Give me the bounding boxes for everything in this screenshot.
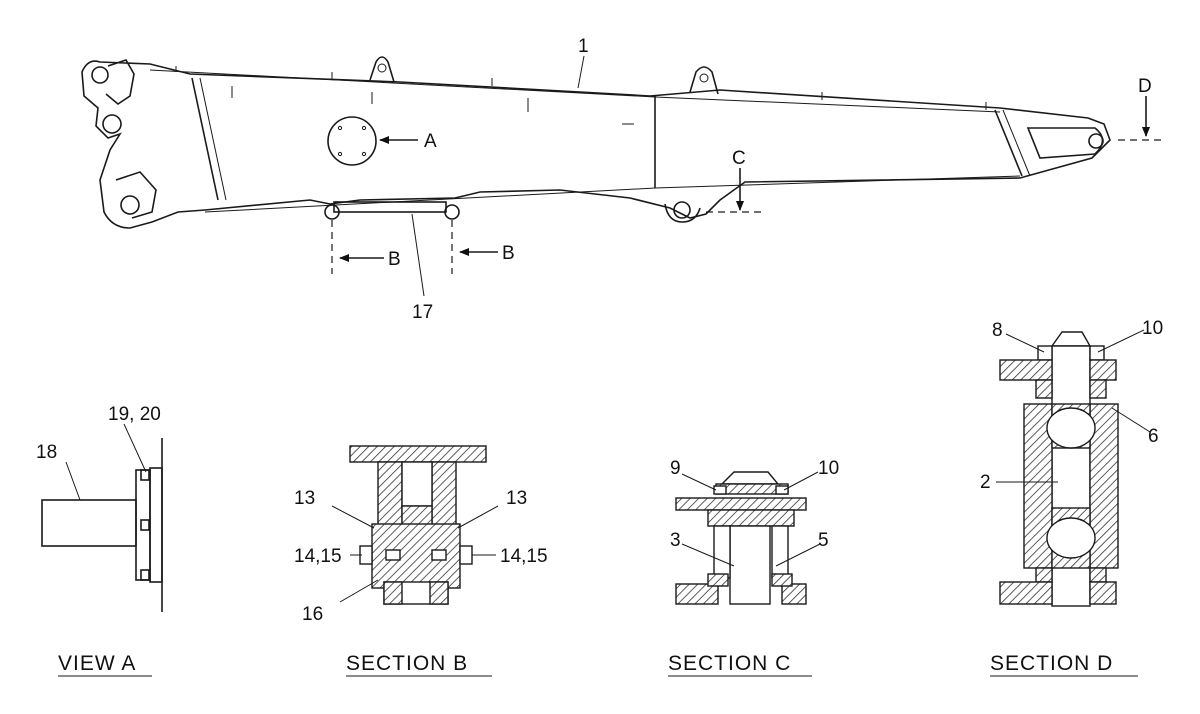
callout-part-1: 1 xyxy=(578,36,589,57)
callout-section-b-right: B xyxy=(502,243,515,264)
caption-section-d: SECTION D xyxy=(990,652,1113,675)
callout-section-b-left: B xyxy=(388,249,401,270)
section-c-detail xyxy=(675,471,821,605)
section-d-detail xyxy=(996,329,1151,607)
caption-section-c: SECTION C xyxy=(668,652,791,675)
callout-part-3: 3 xyxy=(670,530,681,551)
callout-part-13-left: 13 xyxy=(294,488,315,509)
callout-part-17: 17 xyxy=(412,302,433,323)
callout-part-5: 5 xyxy=(818,530,829,551)
callout-part-13-right: 13 xyxy=(506,488,527,509)
view-a-detail xyxy=(41,423,163,612)
boom-main-view xyxy=(81,56,1162,274)
callout-part-9: 9 xyxy=(670,458,681,479)
callout-section-d: D xyxy=(1138,76,1152,97)
caption-view-a: VIEW A xyxy=(58,652,136,675)
section-b-detail xyxy=(331,445,499,605)
callout-part-2: 2 xyxy=(980,472,991,493)
callout-part-10-section-c: 10 xyxy=(818,458,839,479)
callout-part-18: 18 xyxy=(36,442,57,463)
callout-section-c: C xyxy=(732,148,746,169)
callout-view-a: A xyxy=(424,131,437,152)
callout-part-19-20: 19, 20 xyxy=(108,404,161,425)
callout-part-10-section-d: 10 xyxy=(1142,318,1163,339)
callout-part-14-15-right: 14,15 xyxy=(500,546,548,567)
callout-part-14-15-left: 14,15 xyxy=(294,546,342,567)
callout-part-8: 8 xyxy=(992,320,1003,341)
caption-section-b: SECTION B xyxy=(346,652,468,675)
callout-part-16: 16 xyxy=(302,604,323,625)
callout-part-6: 6 xyxy=(1148,426,1159,447)
